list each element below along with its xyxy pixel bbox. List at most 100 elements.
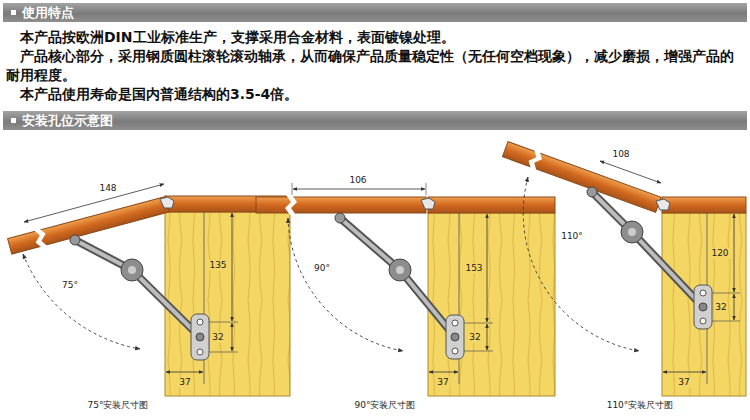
lid [502, 140, 662, 215]
lid-mount [587, 187, 597, 197]
feature-sentence: 产品核心部分，采用钢质圆柱滚轮滚动轴承，从而确保产品质量稳定性（无任何空档现象）… [6, 47, 744, 85]
angle-label-box: 90° [313, 263, 331, 274]
stay-joint [389, 259, 411, 281]
figure-caption-box: 90°安装尺寸图 [354, 400, 417, 411]
cabinet-top [662, 197, 746, 213]
dimension-line [429, 372, 458, 373]
dimension: 153 [464, 263, 483, 274]
figure-caption-box: 110°安装尺寸图 [606, 400, 675, 411]
screw-hole [700, 318, 706, 324]
dimension-line [734, 294, 735, 320]
stay-joint [121, 259, 143, 281]
angle-label: 90° [313, 263, 331, 274]
dimension: 32 [211, 332, 224, 343]
dimension-box: 37 [677, 377, 690, 388]
dimension-line [293, 189, 425, 190]
lid-board [256, 197, 426, 213]
angle-label: 75° [61, 280, 79, 291]
bullet-square [11, 118, 16, 123]
mount-bracket [446, 315, 464, 359]
dimension: 37 [178, 377, 191, 388]
section-heading: 安装孔位示意图 [22, 112, 113, 129]
angle-label: 110° [560, 231, 584, 242]
extension-line [426, 183, 427, 195]
pivot [451, 333, 459, 341]
dimension: 108 [611, 149, 630, 160]
diagram-110 [502, 140, 746, 396]
angle-arc [288, 218, 403, 351]
cabinet-side [428, 213, 555, 396]
stay-joint [621, 221, 643, 243]
dimension: 148 [98, 183, 117, 194]
angle-arc [523, 177, 639, 351]
dimension-box: 37 [436, 377, 449, 388]
dimension-box: 37 [178, 377, 191, 388]
lid-mount [70, 235, 80, 245]
dimension-line [663, 372, 706, 373]
dimension-line [734, 214, 735, 292]
stay-arm [340, 218, 455, 337]
dimension: 32 [714, 302, 727, 313]
screw-hole [197, 349, 203, 355]
stay-joint-core [396, 266, 404, 274]
dimension-box: 32 [714, 302, 727, 313]
break-mark [285, 195, 297, 215]
diagram-90 [256, 183, 555, 396]
extension-line [292, 183, 293, 195]
break-mark [526, 149, 544, 172]
stay-arm-face [592, 192, 703, 307]
dimension-box: 32 [468, 332, 481, 343]
dimension: 37 [436, 377, 449, 388]
screw-hole [197, 319, 203, 325]
dimension-line [487, 324, 488, 350]
screw-hole [452, 320, 458, 326]
dimension: 32 [468, 332, 481, 343]
cabinet-side [165, 212, 290, 396]
dimension-box: 135 [208, 260, 227, 271]
bullet-square [11, 10, 16, 15]
pivot [196, 333, 204, 341]
pivot [699, 303, 707, 311]
stay-arm-face [340, 218, 455, 337]
dimension-box: 32 [211, 332, 224, 343]
feature-sentence: 本产品使用寿命是国内普通结构的3.5-4倍。 [6, 85, 744, 104]
figure-caption: 110°安装尺寸图 [606, 400, 675, 411]
dimension-line [24, 184, 164, 222]
dimension-line [232, 323, 233, 351]
section-bar: 使用特点 [3, 3, 747, 22]
angle-label-box: 110° [560, 231, 584, 242]
feature-text: 本产品按欧洲DIN工业标准生产，支撑采用合金材料，表面镀镍处理。产品核心部分，采… [6, 28, 744, 104]
break-mark [32, 227, 49, 249]
figure-caption: 75°安装尺寸图 [87, 400, 150, 411]
angle-label-box: 75° [61, 280, 79, 291]
mount-bracket [191, 314, 209, 360]
dimension: 120 [710, 248, 729, 259]
figure-caption: 90°安装尺寸图 [354, 400, 417, 411]
stay-arm-face [75, 240, 200, 337]
stay-joint-core [628, 228, 636, 236]
mount-bracket [694, 285, 712, 329]
figure-caption-box: 75°安装尺寸图 [87, 400, 150, 411]
lid-mount [335, 213, 345, 223]
feature-sentence: 本产品按欧洲DIN工业标准生产，支撑采用合金材料，表面镀镍处理。 [6, 28, 744, 47]
dimension-box: 148 [98, 183, 117, 194]
dimension-box: 108 [611, 149, 630, 160]
dimension-line [600, 161, 661, 183]
hinge [656, 199, 670, 210]
dimension: 106 [348, 175, 367, 186]
hinge [160, 197, 174, 208]
dimension-box: 120 [710, 248, 729, 259]
lid-board [502, 142, 661, 213]
section-bar: 安装孔位示意图 [3, 111, 747, 130]
diagram-75 [7, 184, 290, 396]
cabinet-top [428, 197, 555, 213]
dimension: 37 [677, 377, 690, 388]
dimension-line [232, 213, 233, 321]
screw-hole [452, 348, 458, 354]
section-heading: 使用特点 [22, 4, 74, 21]
stay-arm [75, 240, 200, 337]
hinge [421, 198, 435, 209]
dimension-box: 106 [348, 175, 367, 186]
dimension: 135 [208, 260, 227, 271]
